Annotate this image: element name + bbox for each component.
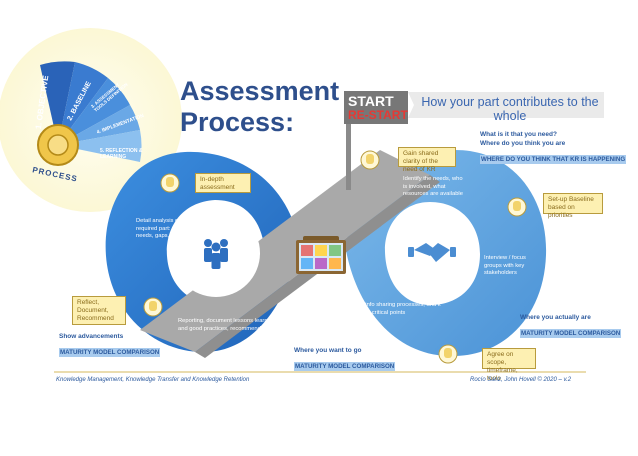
- label-where-actually: Where you actually are MATURITY MODEL CO…: [520, 313, 622, 340]
- question-highlight: WHERE DO YOU THINK THAT KR IS HAPPENING: [480, 155, 627, 164]
- team-people-icon: [204, 239, 228, 269]
- start-label: START: [348, 93, 394, 109]
- hand-icon-left-top: [160, 173, 180, 193]
- restart-label: RE-START: [348, 108, 408, 122]
- handshake-icon: [408, 243, 456, 262]
- hand-icon-top-right: [360, 150, 380, 170]
- process-fan: [37, 61, 142, 166]
- page-title: Assessment Process:: [180, 76, 339, 138]
- briefcase-icon: [296, 236, 346, 274]
- footer-left: Knowledge Management, Knowledge Transfer…: [56, 377, 250, 383]
- banner-arrow: [408, 92, 604, 118]
- where-actually-text: Where you actually are: [520, 314, 591, 321]
- hand-icon-bottom-right: [438, 344, 458, 364]
- text-interview: Interview / focus groups with key stakeh…: [484, 255, 526, 276]
- right-questions: What is it that you need? Where do you t…: [480, 130, 627, 166]
- where-want-text: Where you want to go: [294, 347, 362, 354]
- note-in-depth: In-depth assessment: [195, 173, 251, 193]
- footer-right: Rocío Sanz, John Hovell © 2020 – v.2: [470, 377, 572, 383]
- note-setup-baseline: Set-up Baseline based on priorities: [543, 193, 603, 219]
- hand-icon-right: [507, 197, 527, 217]
- banner-text: How your part contributes to the whole: [421, 95, 599, 123]
- title-line-1: Assessment: [180, 76, 340, 106]
- where-want-highlight: MATURITY MODEL COMPARISON: [294, 362, 396, 371]
- note-gain-clarity: Gain shared clarity of the need of KR: [398, 147, 456, 173]
- show-advancements-highlight: MATURITY MODEL COMPARISON: [59, 348, 161, 357]
- title-line-2: Process:: [180, 107, 295, 137]
- text-reporting: Reporting, document lessons learned and …: [178, 318, 277, 332]
- hand-icon-left-bottom: [143, 297, 163, 317]
- label-where-want: Where you want to go MATURITY MODEL COMP…: [294, 346, 396, 373]
- start-sign: START RE-START: [344, 91, 408, 124]
- crossing-band: [140, 150, 430, 352]
- fan-label-reflection: 5. REFLECTION & LEARNING: [100, 148, 143, 160]
- text-detail: Detail analysis of required part: focus,…: [136, 218, 188, 239]
- question-need: What is it that you need?: [480, 131, 557, 138]
- start-pole: [346, 124, 351, 190]
- text-identify: Identify the needs, who is involved, wha…: [403, 176, 463, 197]
- note-reflect: Reflect, Document, Recommend: [72, 296, 126, 325]
- text-assess-info: Assess info sharing processes, and k dra…: [345, 302, 441, 316]
- show-advancements-text: Show advancements: [59, 333, 124, 340]
- where-actually-highlight: MATURITY MODEL COMPARISON: [520, 329, 622, 338]
- question-where: Where do you think you are: [480, 140, 566, 147]
- note-agree-scope: Agree on scope, timeframe, tools: [482, 348, 536, 382]
- label-show-advancements: Show advancements MATURITY MODEL COMPARI…: [59, 332, 161, 359]
